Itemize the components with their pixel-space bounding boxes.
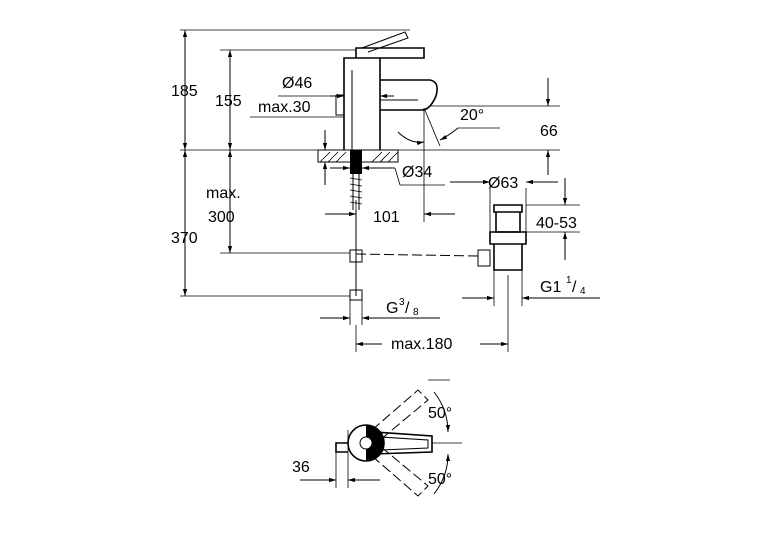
label-40-53: 40-53 [536, 215, 577, 232]
label-370: 370 [171, 230, 198, 247]
label-angle50-top: 50° [428, 405, 452, 422]
faucet-top-view [300, 379, 462, 497]
label-155: 155 [215, 93, 242, 110]
label-g-3-8: G 3 / 8 [386, 297, 419, 318]
label-300: 300 [208, 209, 235, 226]
label-66: 66 [540, 123, 558, 140]
label-g1-1-4: G1 1 / 4 [540, 275, 586, 297]
svg-text:/: / [572, 279, 577, 296]
svg-text:8: 8 [413, 307, 419, 318]
label-max: max. [206, 185, 241, 202]
label-d63: Ø63 [488, 175, 518, 192]
label-d34: Ø34 [402, 164, 432, 181]
svg-text:/: / [405, 300, 410, 317]
svg-text:G: G [386, 300, 398, 317]
svg-text:3: 3 [399, 297, 405, 308]
label-max180: max.180 [391, 336, 452, 353]
dimension-labels: 185 155 Ø46 max.30 20° 66 Ø34 Ø63 max. 3… [171, 75, 586, 488]
label-101: 101 [373, 209, 400, 226]
faucet-side-view [317, 31, 438, 301]
svg-text:G1: G1 [540, 279, 561, 296]
popup-waste [355, 204, 527, 271]
dimension-lines [180, 29, 600, 352]
label-36: 36 [292, 459, 310, 476]
svg-text:4: 4 [580, 286, 586, 297]
label-max30: max.30 [258, 99, 311, 116]
label-d46: Ø46 [282, 75, 312, 92]
label-185: 185 [171, 83, 198, 100]
label-angle50-bottom: 50° [428, 471, 452, 488]
label-angle20: 20° [460, 107, 484, 124]
svg-text:1: 1 [566, 275, 572, 286]
